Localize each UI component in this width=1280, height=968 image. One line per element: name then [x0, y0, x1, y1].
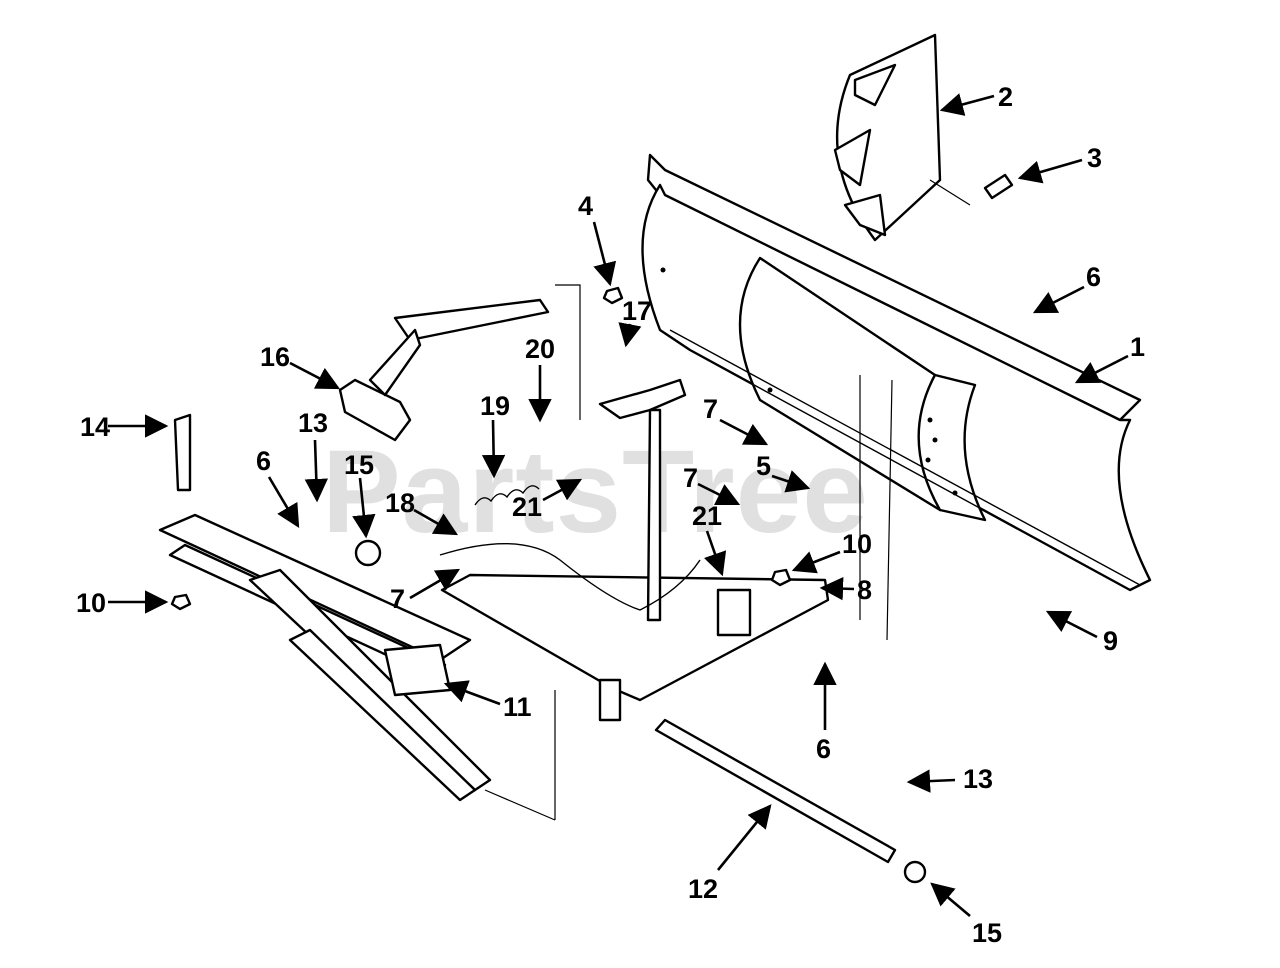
part-washer-15a: [354, 539, 382, 567]
callout-2: 2: [998, 82, 1013, 112]
part-bracket-plate: [833, 33, 942, 242]
watermark: PartsTree: [322, 426, 869, 558]
part-bolt-14: [173, 413, 192, 492]
callout-7a: 7: [703, 394, 718, 424]
callout-20: 20: [525, 334, 555, 364]
part-rod: [654, 718, 897, 864]
callout-21b: 21: [692, 501, 722, 531]
callout-6a: 6: [1086, 262, 1101, 292]
callout-21a: 21: [512, 492, 542, 522]
callout-1: 1: [1130, 332, 1145, 362]
callout-11: 11: [503, 692, 532, 722]
callout-15b: 15: [972, 918, 1002, 948]
callout-17: 17: [622, 296, 652, 326]
callout-8: 8: [857, 575, 872, 605]
callout-4: 4: [578, 191, 593, 221]
callout-9: 9: [1103, 626, 1118, 656]
callouts: 1 2 3 4 5 6 6 6 7 7 7 8 9 10 10 11 12: [76, 82, 1145, 948]
part-screw-3: [983, 173, 1014, 200]
part-blade: [641, 153, 1152, 592]
callout-7c: 7: [390, 584, 405, 614]
part-nut-4: [602, 286, 624, 305]
part-spring: [474, 485, 540, 506]
callout-13b: 13: [963, 764, 993, 794]
callout-15a: 15: [344, 450, 374, 480]
callout-5: 5: [756, 451, 771, 481]
callout-16: 16: [260, 342, 290, 372]
callout-6c: 6: [816, 734, 831, 764]
assembly-lines: [484, 179, 971, 821]
callout-13a: 13: [298, 408, 328, 438]
part-chain: [439, 543, 701, 611]
callout-6b: 6: [256, 446, 271, 476]
callout-18: 18: [385, 488, 415, 518]
part-nut-10b: [770, 568, 792, 587]
part-handle: [338, 298, 550, 442]
callout-7b: 7: [683, 463, 698, 493]
part-mount-frame: [158, 513, 492, 802]
part-nut-10a: [170, 593, 192, 611]
callout-10b: 10: [842, 529, 872, 559]
callout-3: 3: [1087, 143, 1102, 173]
part-washer-15b: [903, 860, 927, 884]
callout-14: 14: [80, 412, 110, 442]
callout-19: 19: [480, 391, 510, 421]
callout-12: 12: [688, 874, 718, 904]
callout-10a: 10: [76, 588, 106, 618]
